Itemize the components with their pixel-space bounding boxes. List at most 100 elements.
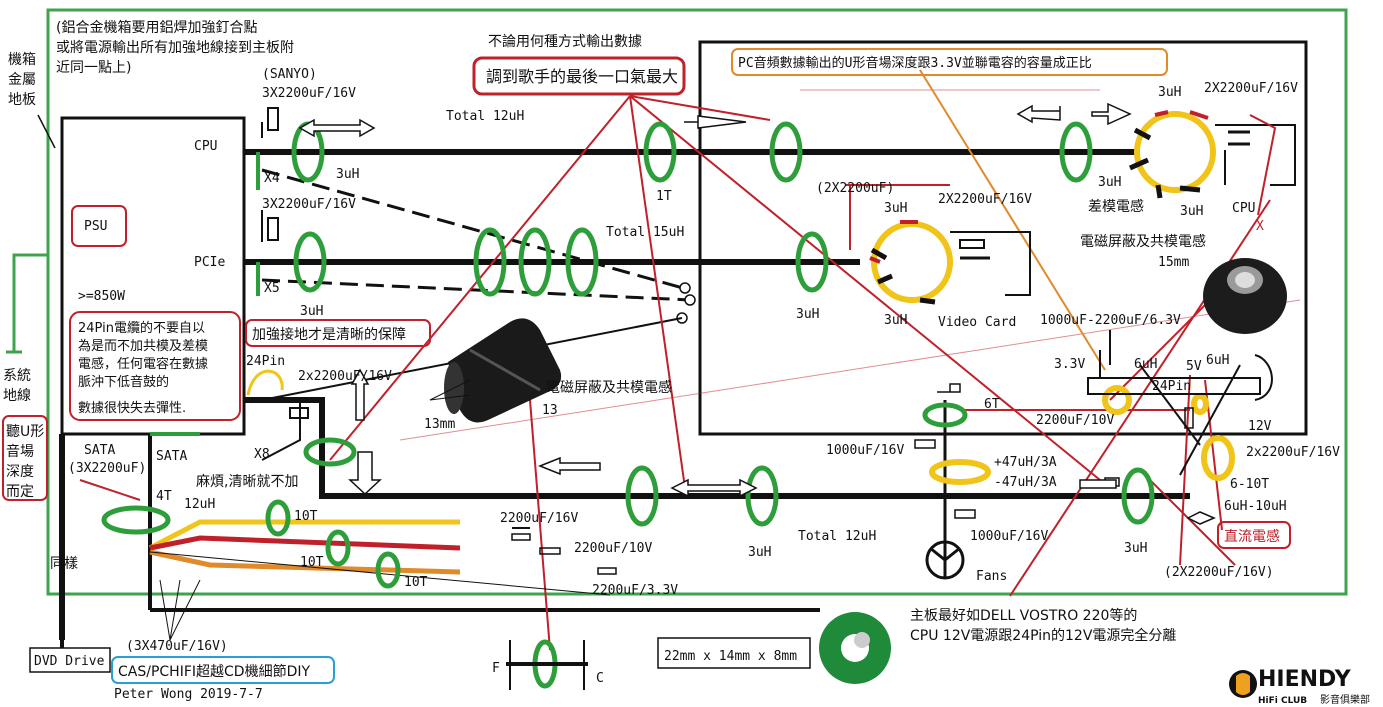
lbl-uh3-f: 3uH bbox=[1180, 204, 1203, 219]
lbl-sata: SATA bbox=[84, 443, 115, 458]
logo-cn: 影音俱樂部 bbox=[1320, 693, 1370, 706]
lbl-cap-2200-33: 2200uF/3.3V bbox=[592, 583, 678, 598]
sata-yellow-wire bbox=[148, 519, 460, 551]
hiendy-logo: HIENDY HiFi CLUB 影音俱樂部 bbox=[1229, 667, 1370, 706]
sata-red-wire bbox=[149, 535, 461, 551]
top-left-note-3: 近同一點上) bbox=[56, 60, 131, 76]
cpu-red-lead bbox=[1249, 114, 1277, 216]
lbl-sanyo: (SANYO) bbox=[262, 67, 317, 82]
top-left-note-2: 或將電源輸出所有加強地線接到主板附 bbox=[56, 39, 294, 56]
board-note-2: CPU 12V電源跟24Pin的12V電源完全分離 bbox=[910, 627, 1176, 644]
psu-24pin-cap bbox=[289, 407, 309, 419]
lbl-cap-pcie-psu: 3X2200uF/16V bbox=[262, 197, 356, 212]
cap470-pointers bbox=[159, 379, 471, 641]
lbl-24pin-mb: 24Pin bbox=[1152, 379, 1191, 394]
pin24-note-4: 脈沖下低音鼓的 bbox=[78, 374, 169, 390]
lbl-emi-mid: 電磁屏蔽及共模電感 bbox=[546, 379, 672, 396]
pc-box bbox=[731, 48, 1168, 76]
lbl-6-10t: 6-10T bbox=[1230, 477, 1269, 492]
thin-guide-2 bbox=[399, 299, 1301, 441]
lbl-cap-2200-10: 2200uF/10V bbox=[1036, 413, 1114, 428]
motherboard-box bbox=[698, 40, 1308, 436]
chassis-ground-3: 地板 bbox=[8, 92, 36, 108]
trouble-text: 麻煩,清晰就不加 bbox=[196, 474, 298, 490]
lbl-4t: 4T bbox=[156, 489, 172, 504]
psu-pcie: PCIe bbox=[194, 255, 225, 270]
fan-cap-b bbox=[954, 509, 976, 519]
lbl-fans: Fans bbox=[976, 569, 1007, 584]
dc-inductor-box bbox=[1217, 521, 1291, 549]
pc-text: PC音頻數據輸出的U形音場深度跟3.3V並聯電容的容量成正比 bbox=[738, 55, 1092, 71]
dims-text: 22mm x 14mm x 8mm bbox=[664, 649, 797, 664]
fan-blades-icon bbox=[929, 546, 961, 578]
dims-box bbox=[657, 637, 811, 669]
dashed-wire-1 bbox=[261, 168, 691, 292]
psu-cap-pcie-body bbox=[267, 217, 279, 241]
lbl-cap-2x-cpu: 2X2200uF/16V bbox=[1204, 81, 1298, 96]
ground-text: 加強接地才是清晰的保障 bbox=[252, 326, 406, 343]
lbl-uh3-e: 3uH bbox=[1158, 85, 1181, 100]
lbl-diff-mode: 差模電感 bbox=[1088, 198, 1144, 215]
system-ground-bracket bbox=[6, 253, 48, 354]
system-ground-2: 地線 bbox=[3, 388, 31, 404]
lbl-uh3-a: 3uH bbox=[336, 167, 359, 182]
dvd-box bbox=[29, 647, 111, 673]
lbl-12v: 12V bbox=[1248, 419, 1272, 434]
lbl-cpu: CPU bbox=[1232, 201, 1255, 216]
psu-cap-cpu-body bbox=[267, 107, 279, 131]
lbl-m47: -47uH/3A bbox=[994, 475, 1057, 490]
lbl-6t: 6T bbox=[984, 397, 1000, 412]
top-left-note-1: (鋁合金機箱要用鋁焊加強釘合點 bbox=[56, 19, 257, 36]
vc-cap-bracket bbox=[950, 231, 1031, 296]
psu-24pin-yellow bbox=[246, 369, 284, 396]
singer-text: 調到歌手的最後一口氣最大 bbox=[486, 67, 678, 86]
orange-pointer bbox=[919, 69, 1106, 371]
lbl-cap-2x-paren: (2X2200uF) bbox=[816, 181, 894, 196]
ushape-1: 聽U形 bbox=[6, 424, 44, 440]
lbl-uh3-c: 3uH bbox=[796, 307, 819, 322]
lbl-10t-b: 10T bbox=[300, 555, 324, 570]
flow-arrows bbox=[298, 102, 1216, 525]
lbl-cap-33: 1000uF-2200uF/6.3V bbox=[1040, 313, 1181, 328]
green-toroid-icon bbox=[819, 612, 891, 684]
lbl-sata-caps: (3X2200uF) bbox=[68, 461, 146, 476]
lbl-cap-2x2200-sata: 2x2200uF/16V bbox=[298, 369, 392, 384]
lbl-emi-right: 電磁屏蔽及共模電感 bbox=[1080, 233, 1206, 250]
lbl-uh3-h: 3uH bbox=[884, 313, 907, 328]
mb-24pin-connector bbox=[1087, 377, 1261, 395]
terminal-2 bbox=[684, 294, 696, 306]
lbl-uh3-b: 3uH bbox=[300, 304, 323, 319]
psu-x8: X8 bbox=[254, 447, 270, 462]
lbl-13: 13 bbox=[542, 403, 558, 418]
psu-x4: X4 bbox=[264, 171, 280, 186]
lbl-f: F bbox=[492, 661, 500, 676]
chassis-frame bbox=[46, 8, 1348, 596]
pin24-note-2: 為是而不加共模及差模 bbox=[78, 338, 208, 354]
mb-wire-b bbox=[1179, 364, 1241, 476]
output-title: 不論用何種方式輸出數據 bbox=[488, 34, 642, 50]
author-text: Peter Wong 2019-7-7 bbox=[114, 687, 263, 702]
chassis-ground-2: 金屬 bbox=[8, 72, 36, 88]
psu-sata: SATA bbox=[156, 449, 187, 464]
pin24-note-box bbox=[69, 311, 241, 421]
lbl-cap-470: (3X470uF/16V) bbox=[126, 639, 228, 654]
lbl-10t-c: 10T bbox=[404, 575, 428, 590]
lbl-t1: 1T bbox=[656, 189, 672, 204]
ushape-box bbox=[2, 415, 48, 501]
sata-cap-3 bbox=[597, 567, 617, 575]
lbl-5v: 5V bbox=[1186, 359, 1202, 374]
logo-brand: HIENDY bbox=[1258, 667, 1352, 692]
lbl-uh3-j: 3uH bbox=[1124, 541, 1147, 556]
sata-cap-2 bbox=[539, 547, 561, 555]
lbl-cap-cpu-psu: 3X2200uF/16V bbox=[262, 86, 356, 101]
lbl-cap-2x-vc: 2X2200uF/16V bbox=[938, 192, 1032, 207]
lbl-dvd: DVD Drive bbox=[34, 654, 105, 669]
vc-cap-a bbox=[959, 239, 985, 249]
lbl-same: 同樣 bbox=[50, 555, 78, 572]
psu-label-box bbox=[71, 205, 127, 247]
lbl-cap-1000-b: 1000uF/16V bbox=[970, 529, 1048, 544]
lbl-x-mark: X bbox=[1256, 219, 1264, 234]
pin24-note-5: 數據很快失去彈性. bbox=[78, 401, 186, 416]
ushape-3: 深度 bbox=[6, 464, 34, 480]
lbl-10t-a: 10T bbox=[294, 509, 318, 524]
